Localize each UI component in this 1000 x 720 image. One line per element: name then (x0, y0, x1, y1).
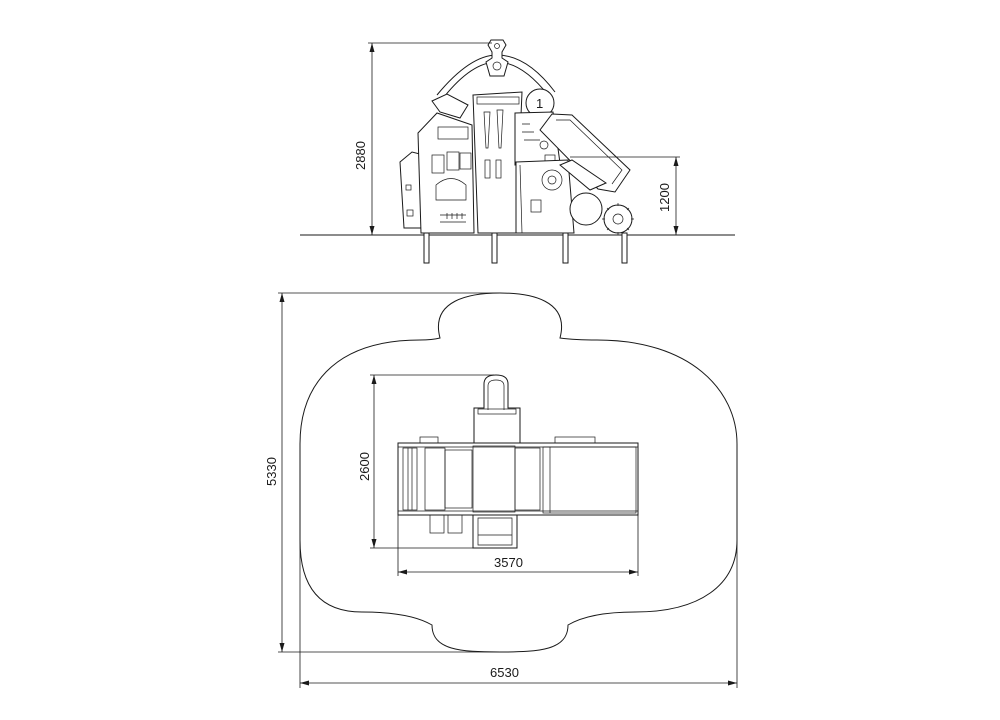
zone-width-label: 6530 (490, 665, 519, 680)
number-sign: 1 (525, 88, 555, 118)
gear-dial-icon (541, 169, 563, 191)
plan-view: 5330 6530 2600 3570 (264, 292, 738, 688)
cabinet-panel (515, 159, 575, 234)
equipment-width-dimension: 3570 (397, 515, 639, 576)
total-height-label: 2880 (353, 141, 368, 170)
equipment-depth-dimension: 2600 (357, 374, 494, 549)
top-arch (436, 39, 556, 98)
slide (539, 113, 631, 193)
safety-zone-outline (299, 292, 738, 653)
zone-depth-label: 5330 (264, 457, 279, 486)
side-elevation-view: 1 (300, 39, 735, 264)
platform-height-dimension: 1200 (570, 156, 680, 235)
left-house-panel (417, 93, 475, 234)
cog-wheel-icon (602, 203, 634, 235)
ground-posts (423, 232, 628, 264)
total-height-dimension: 2880 (353, 42, 492, 235)
equipment-footprint (397, 374, 639, 549)
arch-crest-ornament (485, 39, 509, 77)
house-arched-window (435, 178, 467, 201)
zone-depth-dimension: 5330 (264, 292, 500, 653)
equipment-width-label: 3570 (494, 555, 523, 570)
left-house-roof-sign (431, 93, 469, 119)
equipment-depth-label: 2600 (357, 452, 372, 481)
sign-number-text: 1 (536, 96, 543, 111)
platform-height-label: 1200 (657, 183, 672, 212)
zone-width-dimension: 6530 (299, 540, 738, 688)
round-wheel-icon (569, 192, 603, 226)
